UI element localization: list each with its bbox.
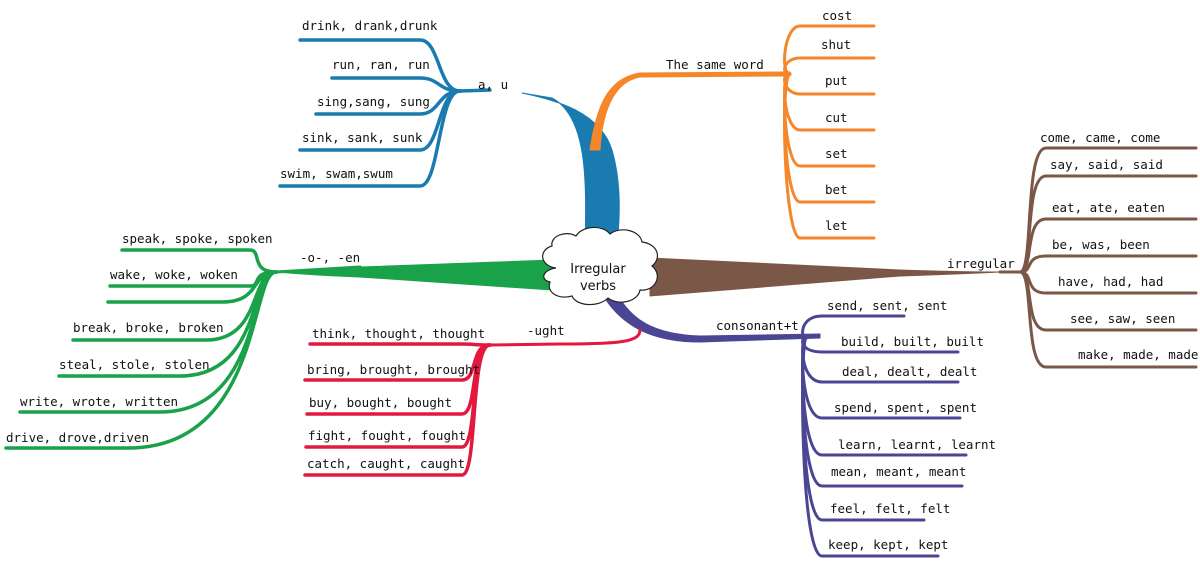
branch-label-o-en: -o-, -en bbox=[300, 250, 360, 265]
leaf-o-en: wake, woke, woken bbox=[110, 267, 238, 282]
trunk-consonant-t bbox=[605, 295, 821, 343]
connector-consonant-t bbox=[801, 336, 940, 558]
connector-same-word bbox=[783, 56, 876, 76]
leaf-irregular: see, saw, seen bbox=[1070, 311, 1175, 326]
leaf-ught: fight, fought, fought bbox=[308, 428, 466, 443]
leaf-a-u: drink, drank,drunk bbox=[302, 18, 438, 33]
leaf-same-word: cost bbox=[822, 8, 852, 23]
leaf-consonant-t: learn, learnt, learnt bbox=[838, 437, 996, 452]
trunk-same-word bbox=[589, 71, 791, 151]
center-title-line1: Irregular bbox=[570, 262, 626, 277]
central-topic: Irregular verbs bbox=[542, 226, 659, 306]
branch-label-consonant-t: consonant+t bbox=[716, 318, 799, 333]
connector-irregular bbox=[1018, 254, 1198, 274]
connector-a-u bbox=[278, 89, 462, 188]
connector-ught bbox=[303, 343, 492, 477]
trunk-o-en-tail bbox=[274, 265, 362, 274]
leaf-same-word: let bbox=[825, 218, 848, 233]
leaf-same-word: bet bbox=[825, 182, 848, 197]
branch-label-irregular: irregular bbox=[947, 256, 1015, 271]
connector-o-en bbox=[18, 270, 278, 414]
label-layer: a, u The same word -o-, -en -ught irregu… bbox=[6, 8, 1198, 552]
leaf-irregular: come, came, come bbox=[1040, 130, 1160, 145]
cloud-shape bbox=[542, 226, 659, 306]
leaf-ught: think, thought, thought bbox=[312, 326, 485, 341]
leaf-same-word: cut bbox=[825, 110, 848, 125]
leaf-a-u: sink, sank, sunk bbox=[302, 130, 423, 145]
connector-irregular bbox=[1018, 174, 1198, 274]
leaf-consonant-t: mean, meant, meant bbox=[831, 464, 966, 479]
connector-same-word bbox=[783, 72, 876, 240]
leaf-irregular: make, made, made bbox=[1078, 347, 1198, 362]
leaf-irregular: have, had, had bbox=[1058, 274, 1163, 289]
leaf-o-en: speak, spoke, spoken bbox=[122, 231, 273, 246]
leaf-consonant-t: feel, felt, felt bbox=[830, 501, 950, 516]
leaf-o-en: break, broke, broken bbox=[73, 320, 224, 335]
branch-label-a-u: a, u bbox=[478, 77, 508, 92]
trunk-layer bbox=[274, 71, 1022, 347]
connector-irregular bbox=[1018, 270, 1198, 369]
leaf-o-en: steal, stole, stolen bbox=[59, 357, 210, 372]
leaf-ught: buy, bought, bought bbox=[309, 395, 452, 410]
center-title-line2: verbs bbox=[580, 279, 616, 294]
leaf-ught: bring, brought, brought bbox=[307, 362, 480, 377]
connector-o-en bbox=[4, 270, 278, 450]
leaf-same-word: set bbox=[825, 146, 848, 161]
leaf-irregular: say, said, said bbox=[1050, 157, 1163, 172]
connector-a-u bbox=[330, 76, 462, 93]
connector-ught bbox=[308, 342, 492, 347]
leaf-consonant-t: spend, spent, spent bbox=[834, 400, 977, 415]
branch-label-ught: -ught bbox=[527, 323, 565, 338]
leaf-a-u: sing,sang, sung bbox=[317, 94, 430, 109]
leaf-consonant-t: build, built, built bbox=[841, 334, 984, 349]
leaf-a-u: run, ran, run bbox=[332, 57, 430, 72]
leaf-ught: catch, caught, caught bbox=[307, 456, 465, 471]
trunk-ught bbox=[488, 328, 642, 347]
leaf-consonant-t: deal, dealt, dealt bbox=[842, 364, 977, 379]
leaf-o-en: write, wrote, written bbox=[20, 394, 178, 409]
leaf-irregular: eat, ate, eaten bbox=[1052, 200, 1165, 215]
leaf-consonant-t: send, sent, sent bbox=[827, 298, 947, 313]
leaf-irregular: be, was, been bbox=[1052, 237, 1150, 252]
leaf-o-en: drive, drove,driven bbox=[6, 430, 149, 445]
leaf-a-u: swim, swam,swum bbox=[280, 166, 393, 181]
leaf-same-word: shut bbox=[821, 37, 851, 52]
leaf-consonant-t: keep, kept, kept bbox=[828, 537, 948, 552]
leaf-layer bbox=[4, 24, 1198, 558]
branch-label-same-word: The same word bbox=[666, 57, 764, 72]
leaf-same-word: put bbox=[825, 73, 848, 88]
trunk-a-u-tail bbox=[458, 88, 492, 93]
